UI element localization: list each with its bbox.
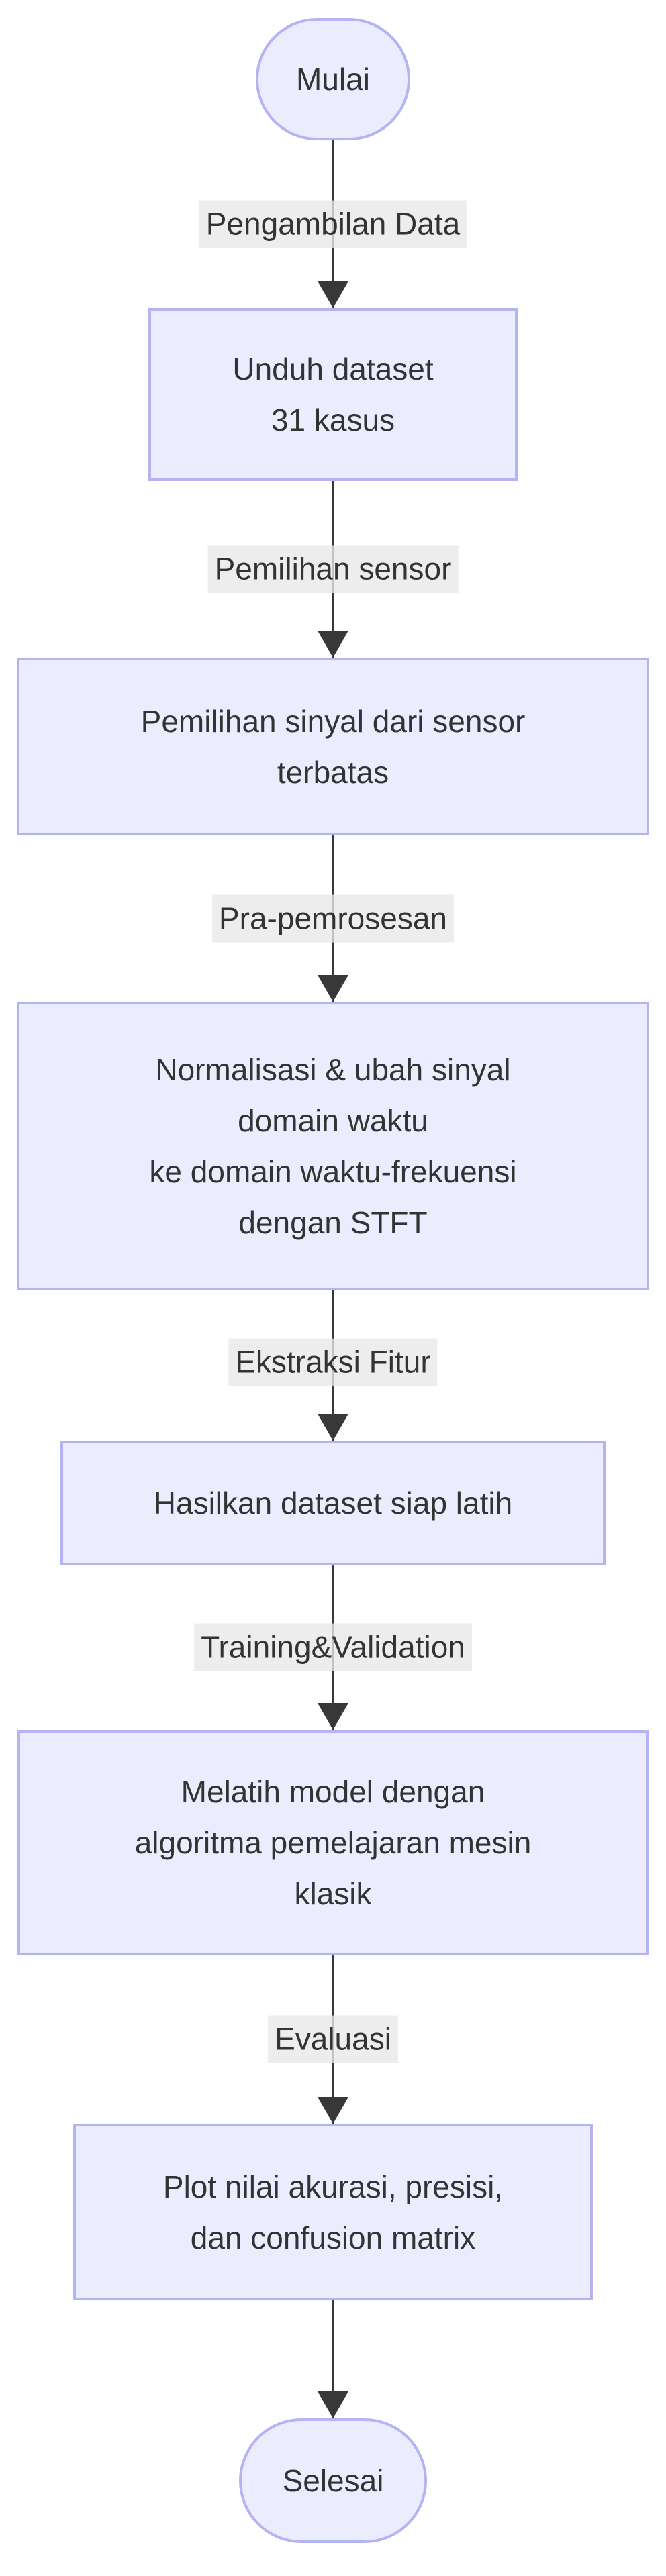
node-mulai: Mulai [256,18,410,140]
node-pemilihan-sinyal: Pemilihan sinyal dari sensor terbatas [17,658,649,835]
node-normalisasi-stft: Normalisasi & ubah sinyal domain waktu k… [17,1002,649,1290]
edge-arrowhead [318,975,348,1002]
node-label-line: Pemilihan sinyal dari sensor [140,703,526,739]
node-label-line: dengan STFT [238,1205,428,1240]
node-label-line: terbatas [277,754,389,790]
node-label-line: ke domain waktu-frekuensi [149,1154,517,1189]
node-selesai: Selesai [239,2418,427,2543]
node-label-line: Melatih model dengan [181,1774,485,1809]
edge-label-ekstraksi-fitur: Ekstraksi Fitur [228,1338,438,1386]
node-label-line: dan confusion matrix [190,2220,476,2255]
node-label-line: klasik [294,1876,372,1911]
node-plot-evaluasi: Plot nilai akurasi, presisi, dan confusi… [73,2124,593,2300]
edge-line [332,2300,334,2418]
node-label-line: 31 kasus [271,403,395,437]
edge-label-pemilihan-sensor: Pemilihan sensor [207,545,459,593]
node-label-line: Normalisasi & ubah sinyal [155,1052,511,1087]
node-label-line: algoritma pemelajaran mesin [134,1825,532,1860]
node-label-line: Hasilkan dataset siap latih [153,1486,513,1521]
node-label-line: Mulai [296,62,370,97]
node-label-line: domain waktu [238,1103,428,1138]
edge-label-evaluasi: Evaluasi [268,2015,398,2063]
edge-arrowhead [318,2097,348,2124]
node-hasilkan-dataset: Hasilkan dataset siap latih [60,1441,606,1565]
node-unduh-dataset: Unduh dataset 31 kasus [148,308,518,481]
edge-arrowhead [318,281,348,308]
edge-label-pengambilan-data: Pengambilan Data [199,200,467,248]
node-label-line: Unduh dataset [232,352,434,387]
edge-label-training-validation: Training&Validation [194,1623,472,1671]
edge-arrowhead [318,2391,348,2418]
edge-arrowhead [318,1414,348,1441]
node-label-line: Plot nilai akurasi, presisi, [162,2169,504,2204]
node-label-line: Selesai [282,2463,384,2498]
edge-label-pra-pemrosesan: Pra-pemrosesan [211,894,455,943]
edge-arrowhead [318,631,348,658]
edge-arrowhead [318,1703,348,1730]
node-melatih-model: Melatih model dengan algoritma pemelajar… [17,1730,649,1955]
